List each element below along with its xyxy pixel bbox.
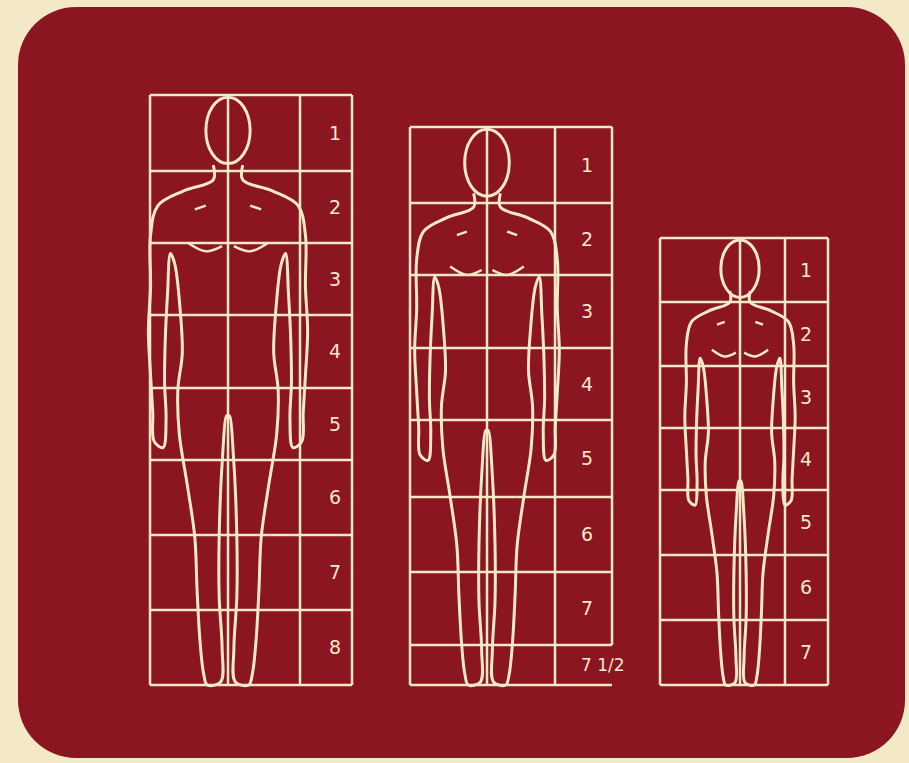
proportion-number: 1 [581,156,593,175]
grid-line [410,684,612,687]
proportion-number: 7 [800,643,812,662]
grid-line [150,94,352,97]
collar-mark [457,232,467,235]
proportion-number: 7 [329,563,341,582]
proportion-number: 5 [329,415,341,434]
grid-line [410,571,612,574]
grid-line [739,238,742,685]
proportion-number: 4 [800,450,812,469]
grid-line [410,126,612,129]
head-outline [721,240,759,297]
background-panel [18,7,905,758]
grid-line [660,619,828,622]
collar-mark [717,322,725,325]
grid-line [660,554,828,557]
proportion-number: 3 [581,302,593,321]
grid-line [299,95,302,685]
grid-line [660,684,828,687]
collar-mark [250,206,261,210]
grid-line [150,534,352,537]
head-outline [206,97,250,163]
proportion-number: 3 [800,388,812,407]
proportion-number: 7 [581,599,593,618]
proportion-number: 4 [581,375,593,394]
body-outline [148,165,307,686]
grid-line [150,170,352,173]
proportion-number: 8 [329,638,341,657]
chest-mark [450,267,481,275]
grid-line [660,237,828,240]
chest-mark [234,243,269,252]
collar-mark [507,232,517,235]
head-outline [465,129,510,196]
grid-line [410,496,612,499]
collar-mark [195,206,206,210]
body-outline [415,193,560,685]
chest-mark [712,350,736,357]
proportion-number: 5 [800,513,812,532]
proportion-number: 5 [581,449,593,468]
grid-line [351,95,354,685]
grid-line [660,301,828,304]
figure-group [148,97,795,685]
chest-mark [492,267,523,275]
proportion-number: 1 [329,124,341,143]
proportion-number: 2 [800,325,812,344]
proportion-number: 3 [329,270,341,289]
body-outline [685,291,795,685]
proportion-number: 4 [329,342,341,361]
proportion-number: 6 [581,525,593,544]
chest-mark [187,243,222,252]
proportion-number: 6 [800,578,812,597]
grid-line [410,347,612,350]
grid-line [227,95,230,685]
grid-line [150,242,352,245]
chest-mark [744,350,768,357]
grid-line [150,459,352,462]
proportion-number: 7 1/2 [581,657,625,674]
proportion-number: 2 [581,230,593,249]
grid-line [611,127,614,645]
collar-mark [755,322,763,325]
grid-line [409,127,412,685]
proportion-number: 1 [800,261,812,280]
grid-line [486,127,489,685]
proportion-number: 6 [329,488,341,507]
grid-line [827,238,830,685]
grid-line [150,609,352,612]
grid-line [659,238,662,685]
proportion-number: 2 [329,198,341,217]
grid-line [150,387,352,390]
grid-line [410,202,612,205]
